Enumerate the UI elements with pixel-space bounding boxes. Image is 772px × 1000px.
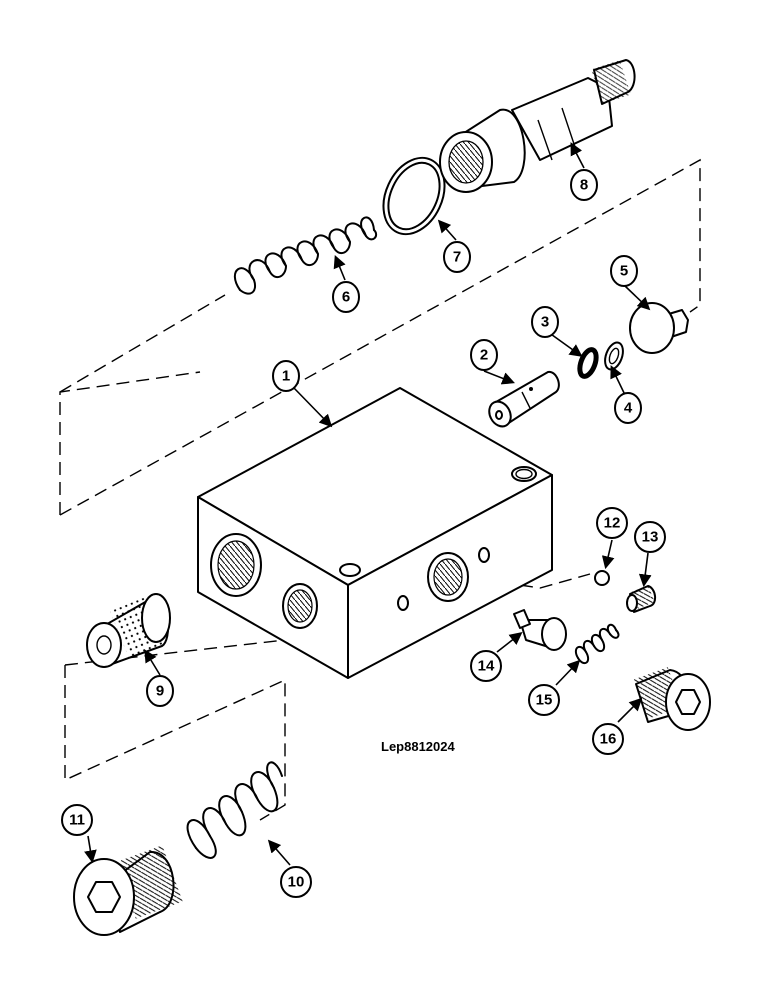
part-1-valve-block (197, 387, 553, 679)
part-11-hex-plug (73, 845, 183, 936)
part-7-o-ring (382, 156, 446, 236)
callout-11: 11 (61, 804, 93, 836)
callout-16: 16 (592, 723, 624, 755)
part-12-ball (594, 570, 610, 586)
part-6-spring (233, 216, 378, 295)
svg-text:11: 11 (69, 812, 85, 829)
svg-text:7: 7 (453, 249, 461, 266)
callout-15: 15 (528, 684, 560, 716)
svg-text:9: 9 (156, 683, 164, 700)
part-8-threaded-housing (439, 59, 636, 193)
svg-text:10: 10 (288, 874, 305, 891)
assembly-guide-lines (59, 158, 701, 821)
reference-code: Lep8812024 (381, 739, 455, 754)
svg-text:5: 5 (620, 263, 628, 280)
callout-5: 5 (610, 255, 638, 287)
svg-text:6: 6 (342, 289, 350, 306)
part-13-set-screw (626, 585, 656, 613)
part-16-hex-bolt (633, 667, 711, 731)
leader-lines (84, 142, 652, 866)
callout-13: 13 (634, 521, 666, 553)
part-15-small-spring (574, 623, 620, 665)
part-2-spool (488, 370, 560, 428)
svg-text:13: 13 (642, 529, 659, 546)
part-14-poppet (513, 609, 567, 651)
callout-6: 6 (332, 281, 360, 313)
callout-9: 9 (146, 675, 174, 707)
svg-text:3: 3 (541, 314, 549, 331)
svg-text:14: 14 (478, 658, 495, 675)
svg-text:4: 4 (624, 400, 633, 417)
svg-text:16: 16 (600, 731, 617, 748)
svg-text:8: 8 (580, 177, 588, 194)
callout-4: 4 (614, 392, 642, 424)
part-3-backup-ring (577, 347, 599, 379)
svg-text:1: 1 (282, 368, 290, 385)
callout-2: 2 (470, 339, 498, 371)
part-10-spring (186, 761, 283, 859)
svg-text:15: 15 (536, 692, 553, 709)
part-4-washer (604, 341, 624, 371)
svg-text:12: 12 (604, 515, 621, 532)
callout-7: 7 (443, 241, 471, 273)
part-9-strainer (86, 593, 171, 668)
callout-10: 10 (280, 866, 312, 898)
svg-text:2: 2 (480, 347, 488, 364)
callout-3: 3 (531, 306, 559, 338)
part-5-cap (629, 302, 689, 354)
callout-12: 12 (596, 507, 628, 539)
callout-8: 8 (570, 169, 598, 201)
callout-1: 1 (272, 360, 300, 392)
callout-14: 14 (470, 650, 502, 682)
